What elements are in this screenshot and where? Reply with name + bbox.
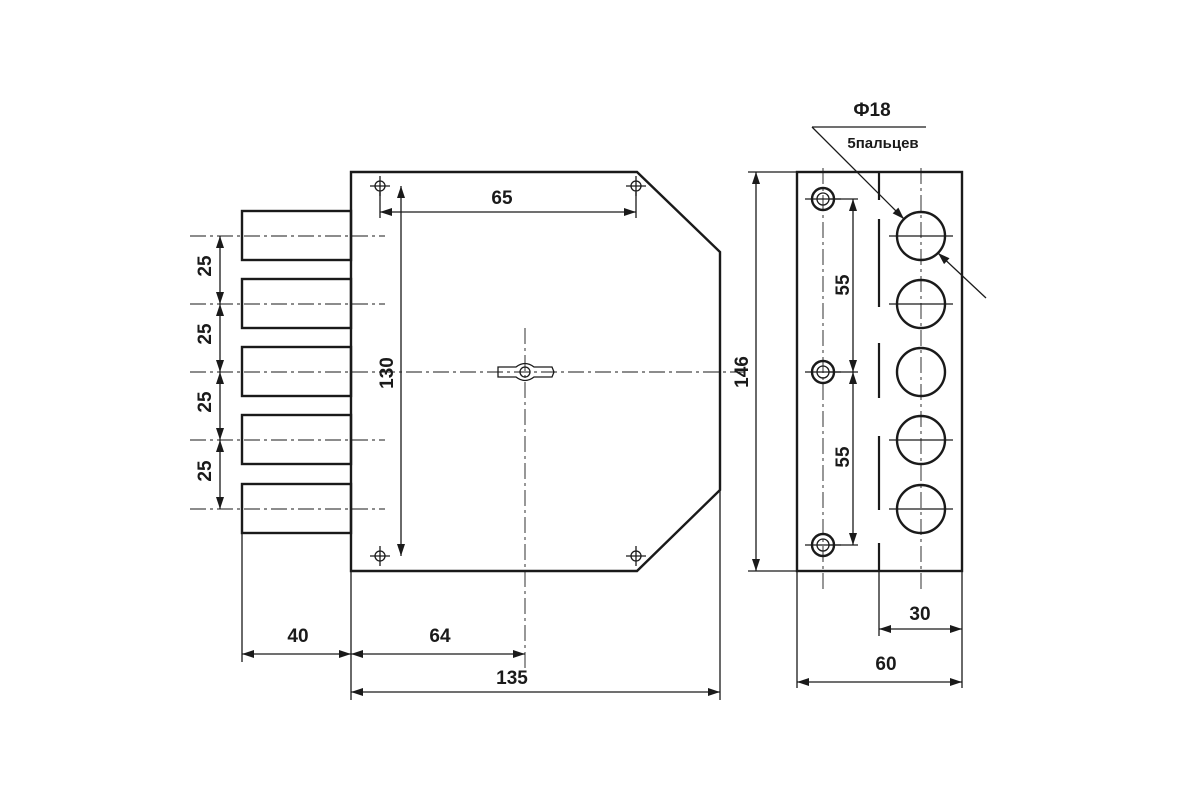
dim-hole-spacing-h: 65 — [379, 188, 637, 218]
dim-hole-spacing-v: 130 — [377, 186, 405, 556]
keyhole — [497, 362, 555, 382]
dim-body-width: 135 — [351, 668, 720, 696]
dim-bolt-projection: 40 — [242, 626, 351, 658]
bolt-3 — [240, 345, 353, 398]
dim-25-label-2: 25 — [195, 323, 216, 345]
dim-55-upper-label: 55 — [833, 274, 854, 296]
dim-bolt-pitch: 25 25 25 25 — [195, 236, 224, 509]
dim-55-lower-label: 55 — [833, 446, 854, 468]
dim-screw-spacing: 55 55 — [829, 198, 858, 546]
front-view: 65 130 25 25 25 25 — [190, 170, 745, 700]
dim-bolt-offset: 30 — [879, 604, 962, 633]
dim-25-label-1: 25 — [195, 255, 216, 277]
bolt-2 — [240, 277, 353, 330]
dim-25-label-4: 25 — [195, 460, 216, 482]
dim-65-label: 65 — [491, 188, 513, 209]
dim-40-label: 40 — [287, 626, 308, 647]
dim-depth: 60 — [797, 654, 962, 686]
dim-60-label: 60 — [875, 654, 896, 675]
side-view: Ф18 5пальцев 146 55 55 — [732, 100, 987, 688]
dim-64-label: 64 — [429, 626, 451, 647]
dim-130-label: 130 — [377, 357, 398, 389]
bolt-holes — [889, 210, 953, 535]
dim-30-label: 30 — [909, 604, 930, 625]
bolt-4 — [240, 413, 353, 466]
bolt-5 — [240, 482, 353, 535]
dim-146-label: 146 — [732, 356, 753, 388]
mounting-holes — [370, 176, 646, 566]
bolts — [240, 209, 353, 535]
bolt-hole-3 — [895, 346, 947, 398]
bolt-centerlines — [190, 235, 745, 510]
bolt-diameter-label: Ф18 — [853, 100, 890, 121]
bolt-count-label: 5пальцев — [847, 135, 918, 152]
dim-25-label-3: 25 — [195, 391, 216, 413]
dim-backset: 64 — [351, 626, 525, 658]
front-extension-lines — [241, 490, 721, 700]
lock-body-outline — [349, 170, 722, 573]
dim-135-label: 135 — [496, 668, 528, 689]
dim-height: 146 — [732, 171, 797, 572]
bolt-diameter-leader: Ф18 5пальцев — [811, 100, 987, 299]
bolt-1 — [240, 209, 353, 262]
